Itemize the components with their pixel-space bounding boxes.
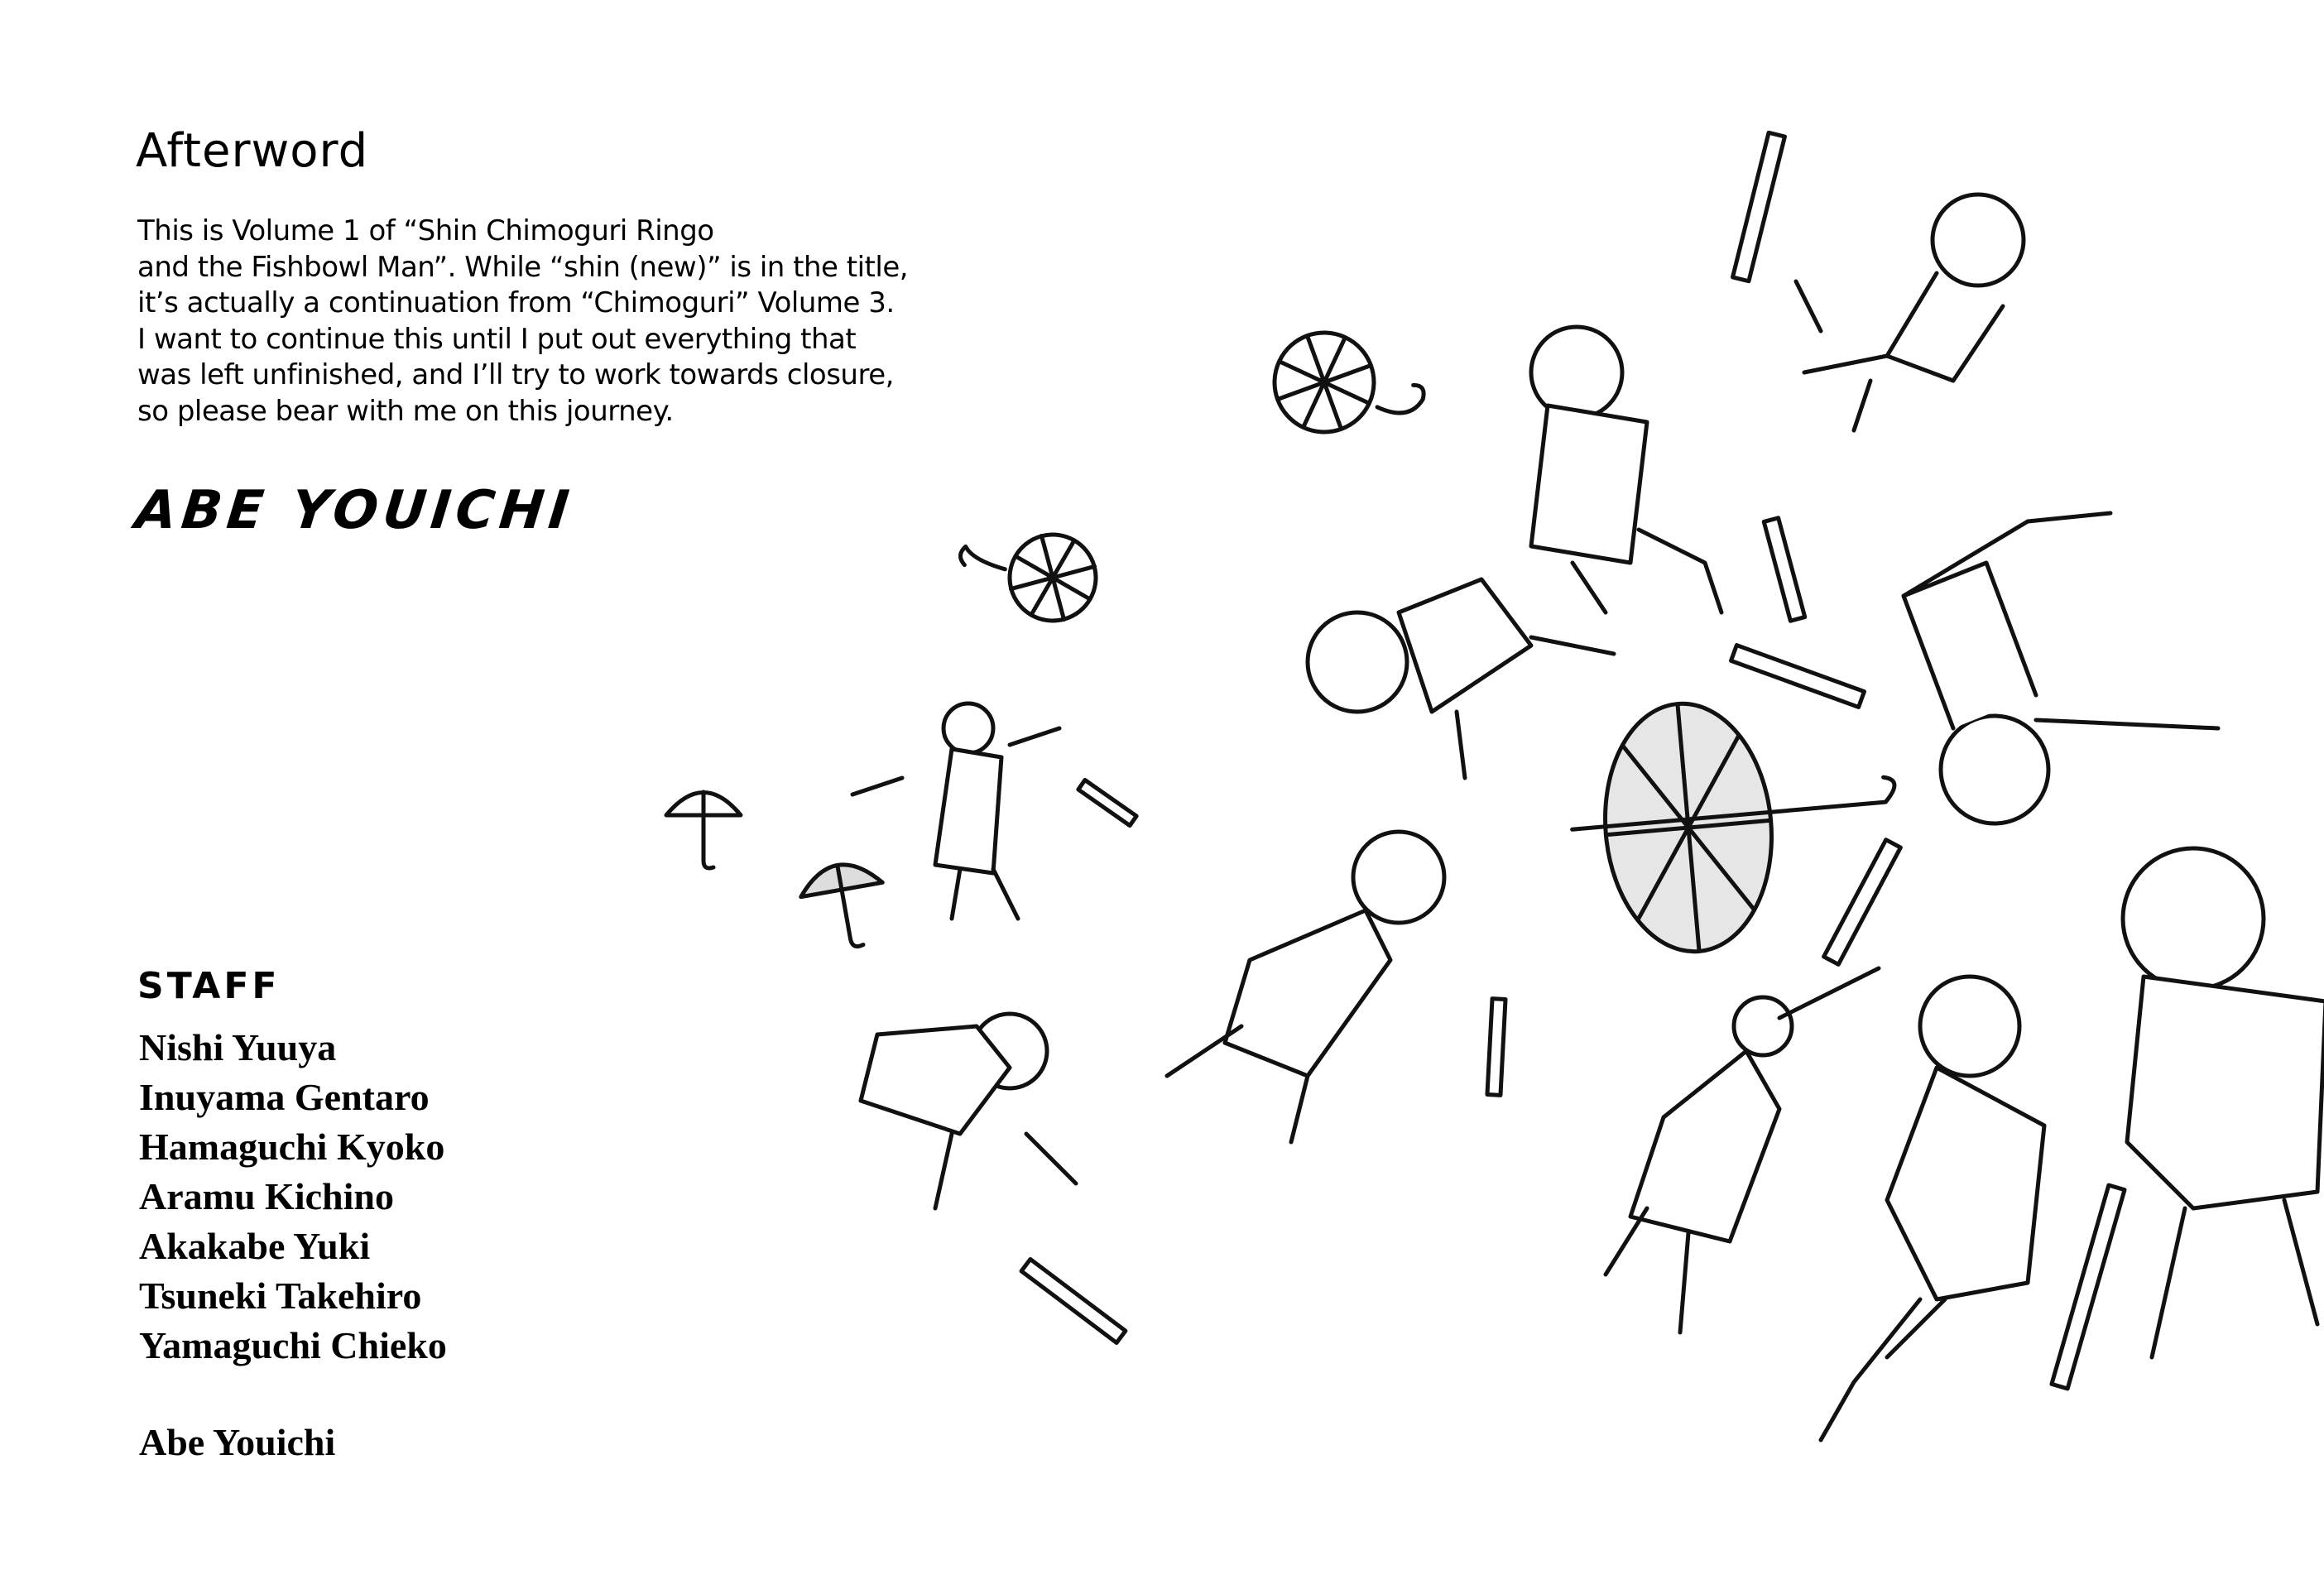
staff-member: Yamaguchi Chieko	[139, 1324, 447, 1366]
afterword-line: and the Fishbowl Man”. While “shin (new)…	[137, 250, 909, 284]
figure	[1603, 966, 1881, 1335]
afterword-body: This is Volume 1 of “Shin Chimoguri Ring…	[137, 214, 909, 430]
figure	[1901, 511, 2221, 826]
stick	[1485, 996, 1508, 1097]
staff-member: Tsuneki Takehiro	[139, 1275, 422, 1317]
stick	[1076, 777, 1139, 828]
afterword-title: Afterword	[136, 124, 369, 178]
afterword-line: This is Volume 1 of “Shin Chimoguri Ring…	[137, 214, 714, 247]
umbrella-icon	[1570, 701, 1897, 954]
staff-member: Aramu Kichino	[139, 1175, 394, 1217]
umbrella-icon	[958, 532, 1098, 623]
figure	[2120, 846, 2324, 1360]
stick	[1019, 1256, 1128, 1346]
staff-author: Abe Youichi	[139, 1421, 336, 1463]
umbrella-icon	[1272, 330, 1426, 434]
sticks	[1019, 130, 2127, 1391]
figure	[1793, 192, 2026, 433]
afterword-line: it’s actually a continuation from “Chimo…	[137, 286, 895, 319]
figure	[1305, 577, 1616, 780]
staff-heading: STAFF	[137, 965, 281, 1007]
staff-member: Inuyama Gentaro	[139, 1076, 430, 1118]
umbrella-icon	[664, 790, 743, 871]
stick	[2049, 1183, 2127, 1391]
stick	[1761, 516, 1808, 623]
figure	[850, 701, 1062, 921]
staff-list: Nishi Yuuya Inuyama Gentaro Hamaguchi Ky…	[139, 1023, 447, 1371]
stick	[1731, 130, 1787, 284]
figure	[1164, 829, 1447, 1145]
figure	[1818, 974, 2047, 1443]
stick	[1822, 838, 1903, 967]
figures	[850, 192, 2324, 1443]
umbrella-icon	[799, 862, 885, 948]
figure	[858, 1011, 1078, 1211]
figure	[1529, 324, 1724, 615]
afterword-line: was left unfinished, and I’ll try to wor…	[137, 358, 894, 391]
umbrellas	[664, 330, 1897, 954]
afterword-line: I want to continue this until I put out …	[137, 322, 857, 356]
staff-member: Hamaguchi Kyoko	[139, 1126, 445, 1168]
staff-member: Nishi Yuuya	[139, 1026, 337, 1068]
staff-member: Akakabe Yuki	[139, 1225, 371, 1267]
afterword-line: so please bear with me on this journey.	[137, 394, 674, 428]
stick	[1729, 643, 1866, 709]
